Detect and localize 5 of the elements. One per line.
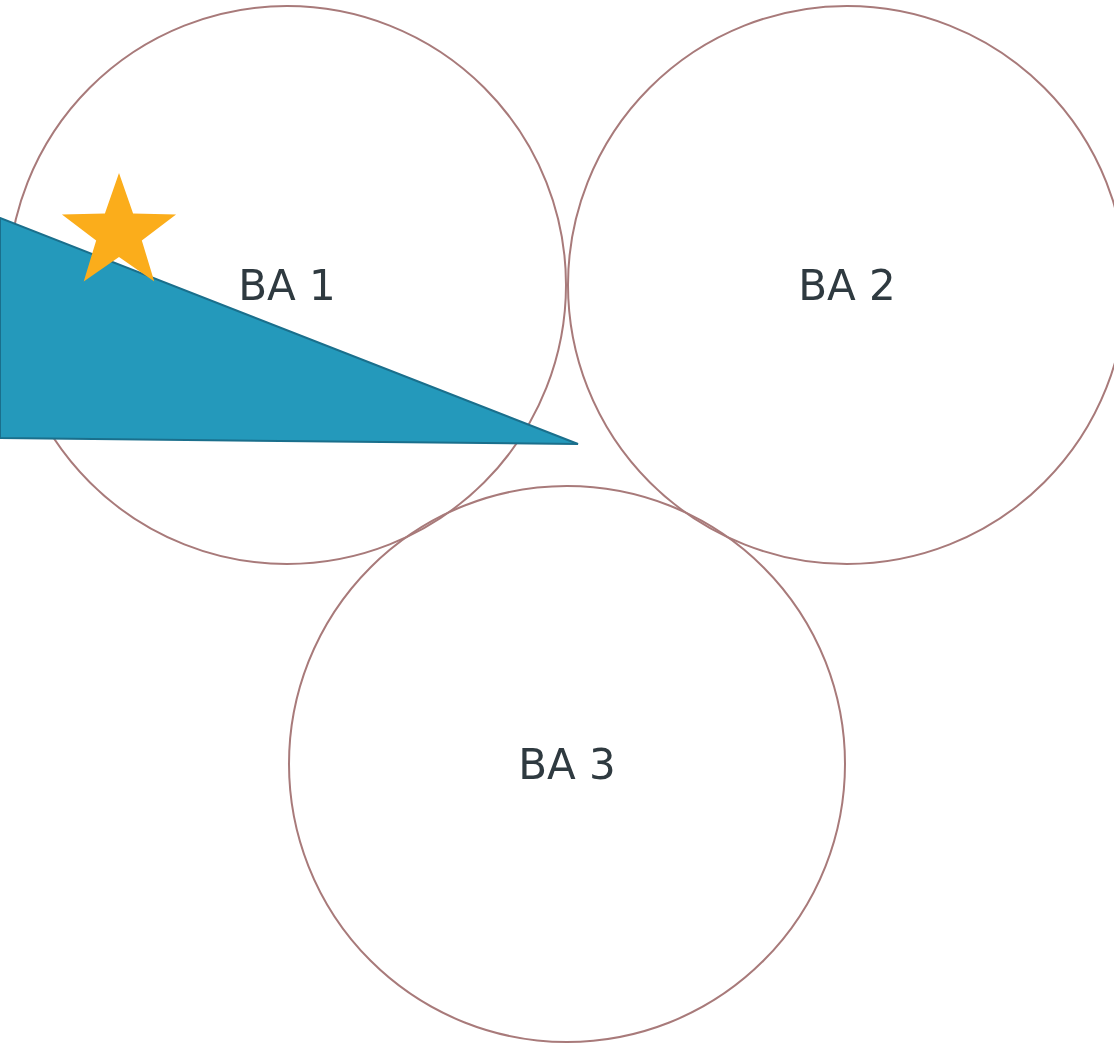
circle-node	[288, 485, 846, 1043]
node-label: BA 3	[518, 739, 616, 789]
circle-node	[567, 5, 1114, 565]
node-label: BA 2	[798, 260, 896, 310]
node-label: BA 1	[238, 260, 336, 310]
